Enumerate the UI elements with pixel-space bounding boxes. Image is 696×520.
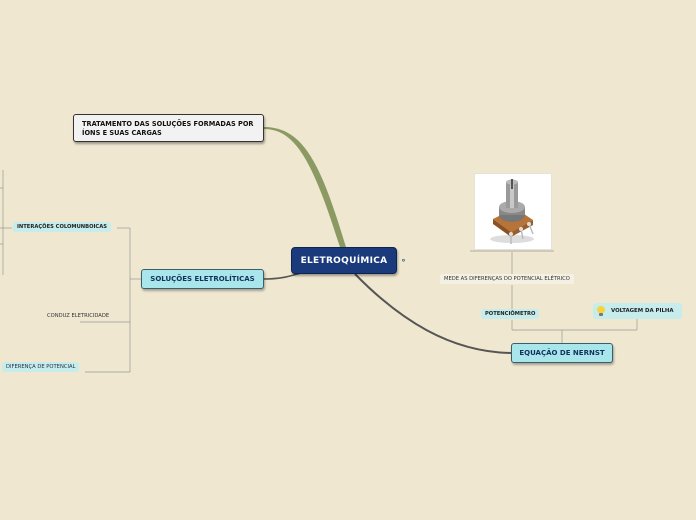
subtopic-conduz-label: CONDUZ ELETRICIDADE (47, 313, 110, 319)
subtopic-potenciometro-label: POTENCIÔMETRO (485, 311, 536, 317)
subtopic-mede[interactable]: MEDE AS DIFERENÇAS DO POTENCIAL ELÉTRICO (440, 274, 574, 284)
subtopic-interacoes[interactable]: INTERAÇÕES COLOMUNBOICAS (13, 222, 111, 232)
topic-tratamento-label: TRATAMENTO DAS SOLUÇÕES FORMADAS POR ÍON… (82, 120, 254, 137)
equacao-subtree-lines (470, 250, 638, 343)
topic-solucoes-label: SOLUÇÕES ELETROLÍTICAS (150, 275, 255, 283)
subtopic-mede-label: MEDE AS DIFERENÇAS DO POTENCIAL ELÉTRICO (444, 276, 570, 282)
subtopic-diferenca[interactable]: DIFERENÇA DE POTENCIAL (2, 362, 80, 372)
subtopic-potenciometro[interactable]: POTENCIÔMETRO (481, 309, 540, 319)
topic-equacao-de-nernst[interactable]: EQUAÇÃO DE NERNST (511, 343, 613, 363)
topic-solucoes-eletroliticas[interactable]: SOLUÇÕES ELETROLÍTICAS (141, 269, 264, 289)
topic-equacao-label: EQUAÇÃO DE NERNST (519, 349, 605, 357)
subtopic-interacoes-label: INTERAÇÕES COLOMUNBOICAS (17, 224, 107, 230)
central-topic[interactable]: ELETROQUÍMICA (291, 247, 397, 274)
lightbulb-icon (597, 306, 605, 316)
topic-tratamento[interactable]: TRATAMENTO DAS SOLUÇÕES FORMADAS POR ÍON… (73, 114, 264, 142)
subtopic-voltagem[interactable]: VOLTAGEM DA PILHA (593, 303, 682, 319)
subtopic-conduz[interactable]: CONDUZ ELETRICIDADE (44, 311, 112, 321)
central-topic-label: ELETROQUÍMICA (300, 255, 388, 266)
potentiometer-image[interactable] (474, 173, 552, 250)
potentiometer-illustration (490, 179, 534, 244)
subtopic-diferenca-label: DIFERENÇA DE POTENCIAL (6, 364, 76, 370)
branch-equacao (354, 273, 512, 354)
solucoes-subtree-lines (0, 170, 141, 373)
link-icon[interactable]: ⚬ (400, 256, 407, 265)
branch-tratamento (264, 127, 346, 247)
subtopic-voltagem-label: VOLTAGEM DA PILHA (611, 308, 674, 314)
